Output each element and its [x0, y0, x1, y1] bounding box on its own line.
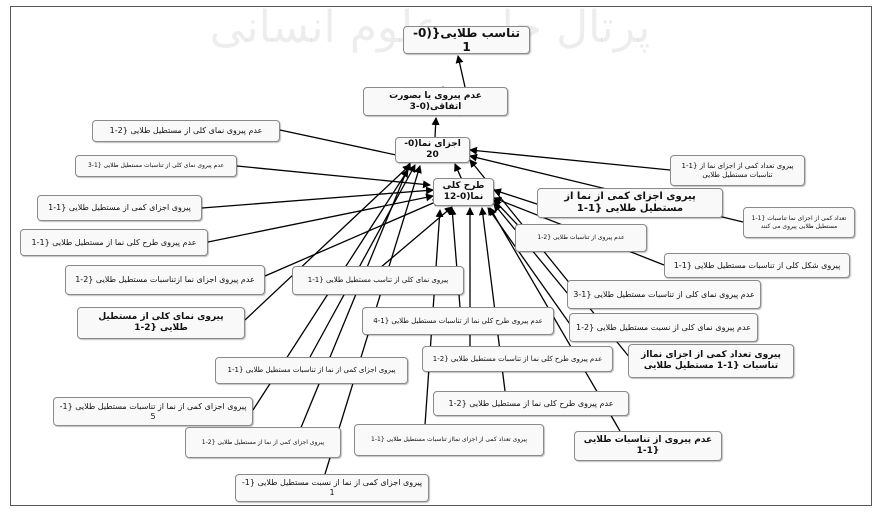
node-facade: اجزای نما(0-20 — [395, 137, 470, 163]
node-r3: تعداد کمی از اجزای نما تناسبات {1-1 مستط… — [743, 207, 855, 238]
node-r2: پیروی اجزای کمی از نما از مستطیل طلایی {… — [537, 188, 723, 218]
node-c10: عدم پیروی از تناسبات طلایی {1-1 — [574, 431, 722, 461]
node-c11: پیروی اجزای کمی از نما از نسبت مستطیل طل… — [235, 474, 429, 502]
node-l3: پیروی اجزای کمی از مستطیل طلایی {1-1 — [37, 195, 202, 221]
edge-l4 — [207, 193, 434, 243]
node-r6: عدم پیروی نمای کلی از نسبت مستطیل طلایی … — [569, 313, 758, 342]
node-l4: عدم پیروی طرح کلی نما از مستطیل طلایی {1… — [20, 229, 208, 256]
edge-l3 — [201, 186, 434, 209]
node-overall: طرح کلی نما(0-12 — [433, 178, 494, 206]
edge-c8 — [299, 162, 412, 431]
edge-r6 — [487, 207, 573, 328]
edge-facade — [431, 117, 440, 138]
node-c3: عدم پیروی طرح کلی نما از تناسبات مستطیل … — [362, 307, 554, 335]
node-l2: عدم پیروی نمای کلی از تناسبات مستطیل طلا… — [75, 155, 237, 177]
node-accidental: عدم پیروی یا بصورت اتفاقی(0-3 — [363, 87, 508, 116]
edge-r2 — [493, 188, 541, 206]
node-r4: پیروی شکل کلی از تناسبات مستطیل طلایی {1… — [664, 253, 850, 278]
edge-l6 — [244, 164, 411, 321]
edge-c4 — [309, 164, 416, 358]
node-l6: پیروی نمای کلی از مستطیل طلایی {2-1 — [77, 307, 245, 339]
node-c1: پیروی نمای کلی از تناسب مستطیل طلایی {1-… — [292, 266, 464, 295]
node-c7: عدم پیروی طرح کلی نما از مستطیل طلایی {2… — [433, 391, 629, 416]
node-c4: پیروی اجزای کمی از نما از تناسبات مستطیل… — [215, 357, 408, 384]
edge-top — [455, 55, 466, 88]
edge-l5 — [264, 199, 441, 277]
node-c6: پیروی اجزای کمی از نما از تناسبات مستطیل… — [53, 397, 253, 426]
node-l5: عدم پیروی اجزای نما ازتناسبات مستطیل طلا… — [65, 265, 265, 295]
edge-l1 — [279, 129, 411, 161]
edge-l2 — [236, 165, 431, 189]
node-top: تناسب طلایی{(0-1 — [403, 26, 530, 54]
edge-r1 — [469, 146, 671, 171]
node-c9: پیروی تعداد کمی از اجزای نمااز تناسبات م… — [354, 424, 544, 456]
node-c8: پیروی اجزای کمی از نما از مستطیل طلایی {… — [185, 427, 341, 458]
edge-overall — [454, 163, 463, 181]
node-c5: عدم پیروی طرح کلی نما از تناسبات مستطیل … — [422, 346, 613, 372]
diagram-frame — [10, 6, 872, 506]
node-r7: پیروی تعداد کمی از اجزای نمااز تناسبات {… — [628, 344, 794, 378]
node-r1: پیروی تعداد کمی از اجزای نما از {1-1 تنا… — [670, 155, 805, 186]
node-l1: عدم پیروی نمای کلی از مستطیل طلایی {2-1 — [92, 120, 280, 142]
node-r5: عدم پیروی نمای کلی از تناسبات مستطیل طلا… — [567, 280, 761, 309]
node-c2: عدم پیروی از تناسبات طلایی {2-1 — [515, 224, 647, 252]
